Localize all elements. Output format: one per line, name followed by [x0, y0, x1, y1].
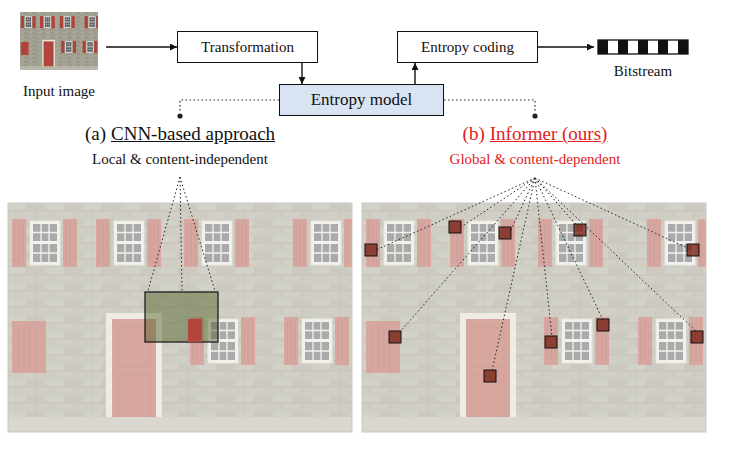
node-text: Entropy coding [421, 39, 514, 56]
process-box: Entropy coding [397, 31, 538, 63]
flow-arrow [538, 46, 594, 47]
approach-note: Global & content-dependent [450, 151, 621, 168]
label-row: (b)Informer (ours) [463, 123, 608, 145]
approach-title: Informer (ours) [490, 123, 608, 145]
flow-arrow [414, 63, 415, 84]
cnn-photo [8, 203, 358, 432]
node-text: Transformation [201, 39, 294, 56]
label-row: Global & content-dependent [450, 151, 621, 168]
label-row: Local & content-independent [92, 151, 268, 168]
leader-dot [177, 113, 182, 118]
flow-arrow [106, 46, 177, 47]
flow-arrow [301, 63, 302, 84]
node-text: Input image [23, 83, 95, 100]
local-leaders [148, 177, 215, 291]
leader-dot [532, 113, 537, 118]
process-box: Transformation [177, 31, 318, 63]
approach-title: CNN-based approach [111, 123, 275, 145]
attention-patches [365, 221, 703, 382]
input-thumbnail [20, 12, 99, 70]
entropy-model-box: Entropy model [279, 84, 444, 116]
bitstream: Bitstream [594, 38, 692, 80]
approach-title: (a) [85, 123, 106, 145]
node-text: Bitstream [614, 63, 672, 80]
informer-photo [362, 203, 712, 432]
approach-title: (b) [463, 123, 485, 145]
node-text: Entropy model [311, 90, 413, 110]
input-image: Input image [12, 10, 106, 100]
bitstream-icon [598, 40, 688, 54]
label-row: (a)CNN-based approach [85, 123, 275, 145]
global-leaders [376, 178, 697, 371]
approach-note: Local & content-independent [92, 151, 268, 168]
